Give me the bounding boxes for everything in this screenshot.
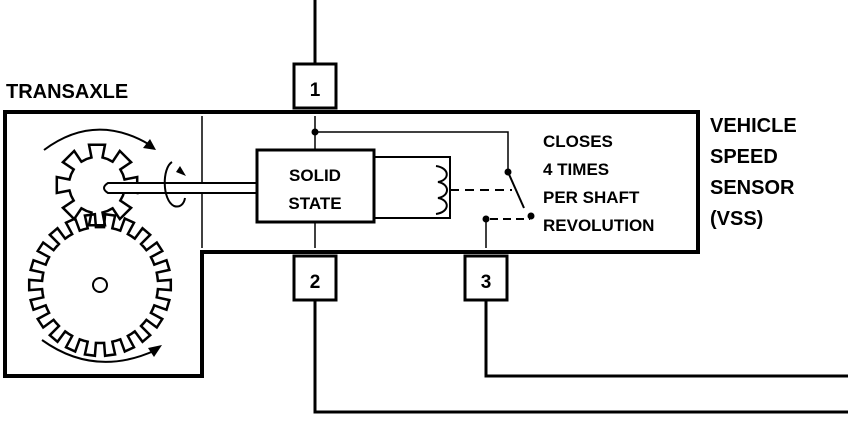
lower-rotation-arrow-icon [41, 339, 157, 363]
switch-tip-dot [527, 212, 535, 220]
terminal-3-label: 3 [481, 272, 492, 293]
wire-to-switch [315, 131, 509, 172]
sensor-name-line4: (VSS) [710, 208, 763, 230]
lower-rotation-arrowhead-icon [148, 345, 162, 357]
switch-note-line2: 4 TIMES [543, 160, 609, 179]
switch-note-line3: PER SHAFT [543, 188, 640, 207]
junction-dot [311, 128, 319, 136]
terminal-2-label: 2 [310, 272, 321, 293]
terminal-1-label: 1 [310, 80, 321, 101]
sensor-name-line3: SENSOR [710, 177, 795, 199]
lower-gear-hub [92, 277, 108, 293]
wire-terminal-2 [313, 300, 848, 414]
housing-outline [3, 110, 700, 378]
solid-state-label-line2: STATE [288, 194, 341, 213]
pickup-coil-box [373, 156, 451, 219]
sensor-name-line1: VEHICLE [710, 115, 797, 137]
switch-note-line4: REVOLUTION [543, 216, 654, 235]
solid-state-label-line1: SOLID [289, 166, 341, 185]
lower-gear-icon [27, 212, 173, 358]
terminal-2-box [292, 254, 338, 302]
wire-terminal-3 [484, 300, 848, 378]
drive-shaft [103, 182, 258, 194]
upper-rotation-arrow-icon [43, 128, 151, 151]
transaxle-label: TRANSAXLE [6, 81, 128, 103]
switch-note-line1: CLOSES [543, 132, 613, 151]
gear-assembly [27, 128, 258, 363]
sensor-name-line2: SPEED [710, 146, 778, 168]
switch-blade [507, 171, 525, 209]
upper-rotation-arrowhead-icon [143, 139, 156, 150]
pickup-coil-icon [435, 165, 448, 215]
upper-gear-icon [55, 143, 139, 227]
shaft-rotation-arrow-icon [163, 161, 186, 208]
shaft-rotation-arrowhead-icon [176, 166, 186, 176]
